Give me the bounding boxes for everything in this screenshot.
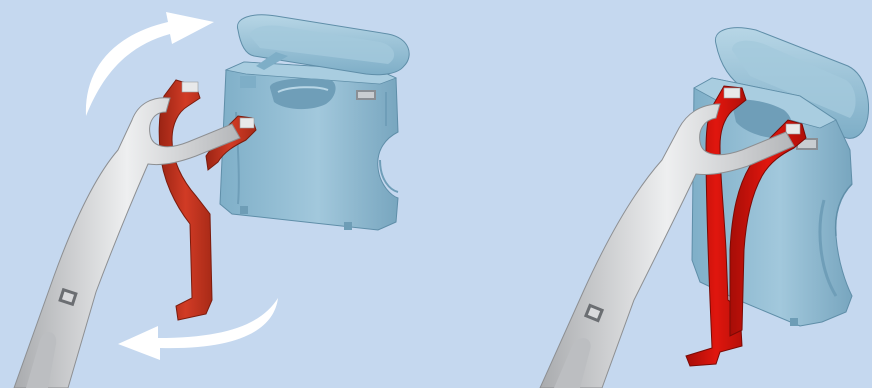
case-lid-left bbox=[237, 15, 409, 75]
left-panel bbox=[14, 12, 409, 388]
case-body-left bbox=[220, 62, 398, 230]
right-panel bbox=[540, 28, 869, 388]
